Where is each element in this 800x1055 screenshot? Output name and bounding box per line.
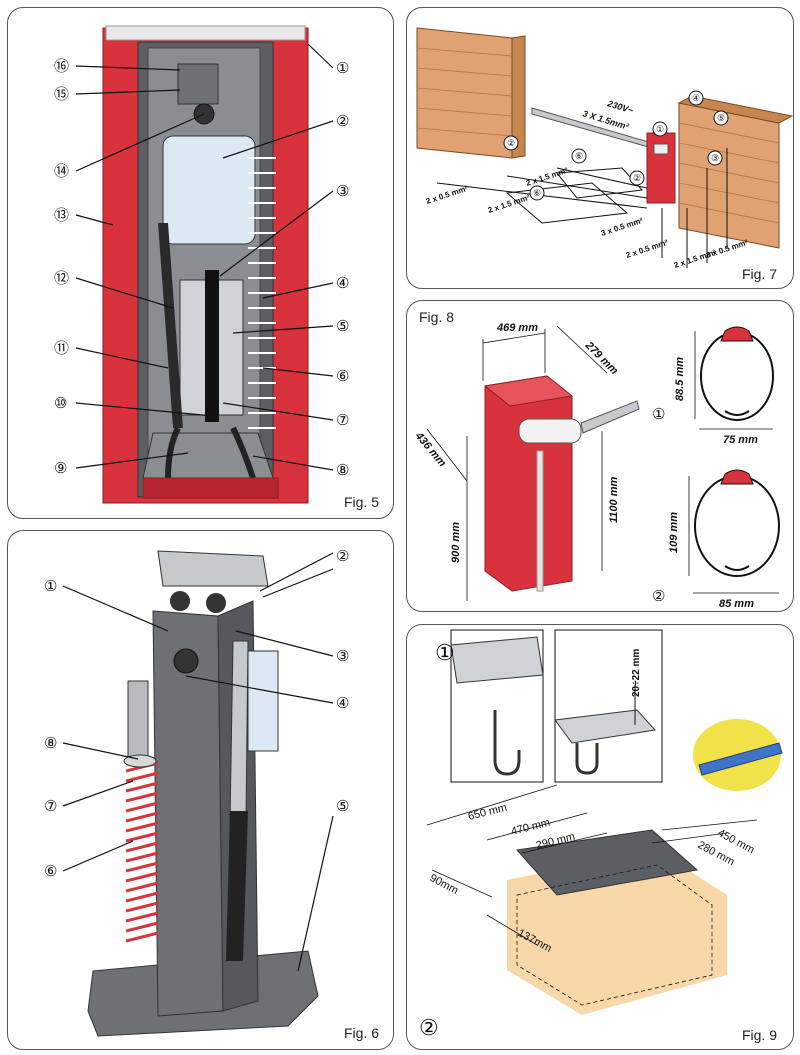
fig5-callout-14: ⑭ [54,163,69,180]
housing-top-cap [105,25,306,41]
fig6-panel: ① ⑧ ⑦ ⑥ ② ③ ④ ⑤ Fig. 6 [7,530,394,1050]
fig6-callout-5: ⑤ [336,798,349,815]
fig8-dim-height-low: 900 mm [450,522,462,563]
fig5-callout-7: ⑦ [336,412,349,429]
fig7-cable-1: 2 x 0.5 mm² [425,184,470,206]
spring-coil [125,761,159,943]
profile1-height: 88.5 mm [674,357,686,401]
fig9-step1: ① [435,640,455,665]
fig8-drawing: 469 mm 279 mm 436 mm 1100 mm 900 mm 88.5… [412,322,780,610]
fig6-callout-4: ④ [336,695,349,712]
fig5-panel: ⑯ ⑮ ⑭ ⑬ ⑫ ⑪ ⑩ ⑨ ① ② ③ ④ ⑤ ⑥ ⑦ [7,7,394,519]
fig7-drawing: ① ② ② ③ ④ ⑤ ⑥ ⑥ 230V~ 3 X 1.5mm² 2 x 0.5… [416,27,793,270]
fig5-callout-2: ② [336,113,349,130]
fig5-label: Fig. 5 [343,494,379,510]
fig7-marker-5: ⑤ [717,113,725,123]
fig8-dim-height-total: 1100 mm [608,477,620,523]
hydraulic-cylinder [158,223,183,428]
fig8-label: Fig. 8 [419,309,455,325]
fig9-dim-470: 470 mm [510,817,551,838]
anchor-bolt [493,710,521,776]
fig5-callout-12: ⑫ [54,270,69,287]
fig7-panel: ① ② ② ③ ④ ⑤ ⑥ ⑥ 230V~ 3 X 1.5mm² 2 x 0.5… [406,7,794,289]
fig7-cable-2: 2 x 1.5 mm² [487,193,532,215]
fig7-marker-2b: ② [633,173,641,183]
fig6-callout-8: ⑧ [44,735,57,752]
top-drive [157,550,269,587]
fig7-cable-4: 3 x 0.5 mm² [600,216,645,238]
fig5-callout-9: ⑨ [54,460,67,477]
fig5-callout-11: ⑪ [54,340,69,357]
fig5-callout-6: ⑥ [336,368,349,385]
fig5-callout-10: ⑩ [54,395,67,412]
profile2-marker: ② [652,588,665,605]
profile1-outline [700,331,774,421]
fig9-dim-650: 650 mm [467,802,508,823]
fig8-cabinet [484,375,573,592]
fig6-callout-6: ⑥ [44,863,57,880]
boom-stub [580,400,640,434]
profile2-outline [694,475,780,577]
fig6-callout-1: ① [44,578,57,595]
fig7-marker-6b: ⑥ [533,188,541,198]
fig7-cable-5: 2 x 0.5 mm² [625,238,670,260]
fig7-marker-1: ① [656,124,664,134]
fig5-callout-13: ⑬ [54,207,69,224]
control-knob [173,648,199,674]
profile2-top-seal [720,469,754,485]
fig6-callout-3: ③ [336,648,349,665]
fig5-callout-8: ⑧ [336,462,349,479]
profile2-height: 109 mm [668,512,680,553]
fig7-marker-3: ③ [711,153,719,163]
fig5-callout-16: ⑯ [54,58,69,75]
fig5-callout-1: ① [336,60,349,77]
fig8-dim-depth: 279 mm [582,339,620,377]
left-wall [416,27,513,159]
boom-mount [518,418,582,444]
fig8-panel: 469 mm 279 mm 436 mm 1100 mm 900 mm 88.5… [406,300,794,612]
fig5-callout-15: ⑮ [54,86,69,103]
profile2-width: 85 mm [719,598,754,610]
fig6-callout-7: ⑦ [44,798,57,815]
profile1-width: 75 mm [723,434,758,446]
anchor-depth: 20÷22 mm [631,649,642,697]
fig5-callout-3: ③ [336,183,349,200]
fig6-drawing: ① ⑧ ⑦ ⑥ ② ③ ④ ⑤ [44,548,349,1037]
balancing-spring [248,157,276,429]
fig9-label: Fig. 9 [741,1027,777,1043]
fig6-callout-2: ② [336,548,349,565]
fig7-label: Fig. 7 [741,266,777,282]
profile1-top-seal [720,326,754,342]
spirit-level-icon [693,719,783,791]
foundation-plate [516,829,699,896]
depth-detail-box [554,629,663,783]
fig7-marker-2a: ② [507,138,515,148]
right-wall [678,102,780,249]
fig5-drawing: ⑯ ⑮ ⑭ ⑬ ⑫ ⑪ ⑩ ⑨ ① ② ③ ④ ⑤ ⑥ ⑦ [54,25,349,504]
fig6-label: Fig. 6 [343,1025,379,1041]
profile1-marker: ① [652,406,665,423]
fig8-dim-width: 469 mm [496,322,538,334]
fig9-step2: ② [419,1015,439,1040]
fig7-marker-6a: ⑥ [575,151,583,161]
fig7-marker-4: ④ [692,93,700,103]
fig9-panel: 20÷22 mm ① 650 mm 470 mm 290 mm 450 mm 2… [406,624,794,1050]
motor-core [205,270,219,422]
fig5-callout-4: ④ [336,275,349,292]
fig5-callout-5: ⑤ [336,318,349,335]
fig9-drawing: 20÷22 mm ① 650 mm 470 mm 290 mm 450 mm 2… [419,629,783,1040]
control-unit [162,135,256,245]
fig7-power-label: 230V~ [605,98,635,116]
fig9-dim-90: 90mm [428,872,461,897]
top-bracket [177,63,219,105]
